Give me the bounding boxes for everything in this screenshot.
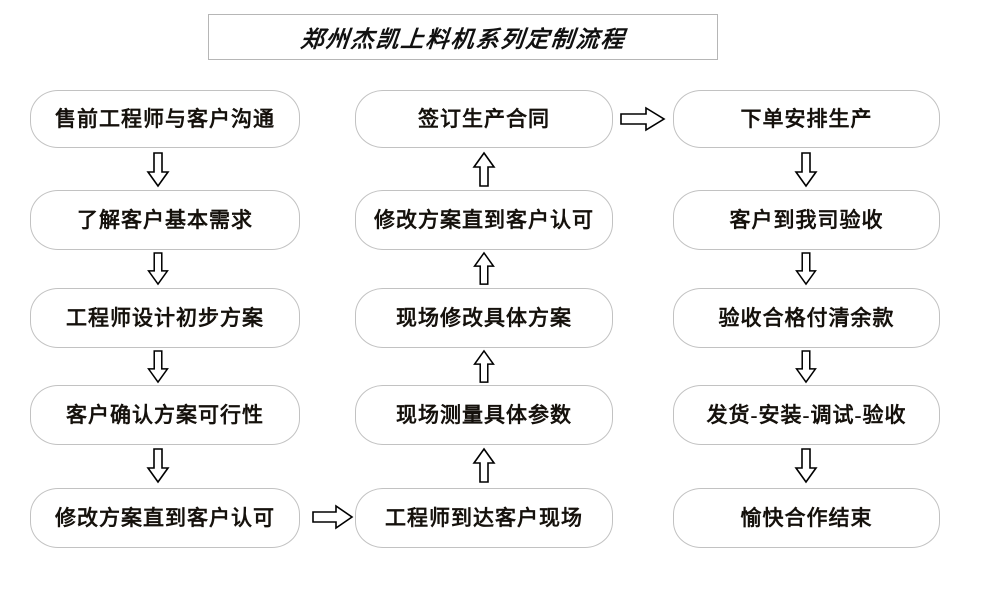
node-label: 售前工程师与客户沟通 (55, 106, 275, 131)
arrow-up-col2-4 (472, 447, 496, 484)
node-label: 工程师设计初步方案 (66, 305, 264, 330)
arrow-down-col3-1 (794, 152, 818, 188)
node-col1-5[interactable]: 修改方案直到客户认可 (30, 488, 300, 548)
arrow-down-col3-3 (794, 350, 818, 384)
node-label: 修改方案直到客户认可 (55, 505, 275, 530)
node-label: 愉快合作结束 (740, 505, 873, 530)
node-col3-2[interactable]: 客户到我司验收 (673, 190, 940, 250)
node-label: 验收合格付清余款 (718, 305, 895, 330)
node-label: 了解客户基本需求 (77, 207, 253, 232)
node-label: 签订生产合同 (418, 106, 550, 131)
node-col1-1[interactable]: 售前工程师与客户沟通 (30, 90, 300, 148)
diagram-title-box: 郑州杰凯上料机系列定制流程 (208, 14, 718, 60)
diagram-title-text: 郑州杰凯上料机系列定制流程 (298, 27, 627, 52)
node-col1-3[interactable]: 工程师设计初步方案 (30, 288, 300, 348)
arrow-down-col1-3 (146, 350, 170, 384)
arrow-down-col1-4 (146, 448, 170, 484)
node-label: 修改方案直到客户认可 (374, 207, 594, 232)
arrow-up-col2-2 (472, 251, 496, 286)
node-label: 下单安排生产 (740, 106, 873, 131)
node-label: 工程师到达客户现场 (385, 505, 583, 530)
node-col3-3[interactable]: 验收合格付清余款 (673, 288, 940, 348)
node-col2-5[interactable]: 工程师到达客户现场 (355, 488, 613, 548)
arrow-right-col1-to-col2 (312, 503, 354, 531)
arrow-down-col1-2 (146, 252, 170, 286)
node-col2-4[interactable]: 现场测量具体参数 (355, 385, 613, 445)
node-col3-4[interactable]: 发货-安装-调试-验收 (673, 385, 940, 445)
node-label: 现场修改具体方案 (396, 305, 572, 330)
node-col2-3[interactable]: 现场修改具体方案 (355, 288, 613, 348)
node-col1-2[interactable]: 了解客户基本需求 (30, 190, 300, 250)
node-col1-4[interactable]: 客户确认方案可行性 (30, 385, 300, 445)
node-col3-1[interactable]: 下单安排生产 (673, 90, 940, 148)
arrow-down-col3-2 (794, 252, 818, 286)
node-col2-1[interactable]: 签订生产合同 (355, 90, 613, 148)
node-col3-5[interactable]: 愉快合作结束 (673, 488, 940, 548)
node-col2-2[interactable]: 修改方案直到客户认可 (355, 190, 613, 250)
arrow-down-col1-1 (146, 152, 170, 188)
node-label: 发货-安装-调试-验收 (706, 402, 907, 427)
node-label: 客户到我司验收 (729, 207, 884, 232)
arrow-up-col2-3 (472, 349, 496, 384)
arrow-down-col3-4 (794, 448, 818, 484)
node-label: 现场测量具体参数 (396, 402, 572, 427)
arrow-up-col2-1 (472, 151, 496, 188)
node-label: 客户确认方案可行性 (66, 402, 264, 427)
arrow-right-col2-to-col3 (620, 105, 666, 133)
